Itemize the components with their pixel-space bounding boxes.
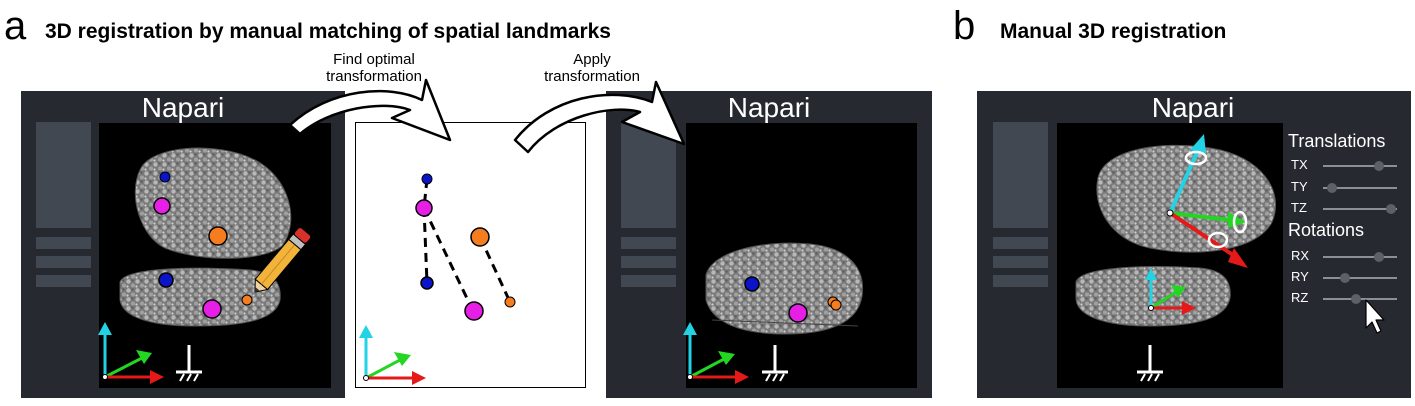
- slider-track-4[interactable]: [1323, 273, 1397, 283]
- napari-window-title: Napari: [141, 92, 225, 123]
- sidebar-bar: [993, 237, 1048, 249]
- slider-label-1: TY: [1291, 179, 1308, 194]
- sidebar-bar: [993, 275, 1048, 287]
- landmark-blue: [159, 171, 171, 183]
- sidebar-bar: [621, 237, 676, 249]
- slider-track-0[interactable]: [1323, 161, 1397, 171]
- fixed-anchor-icon: [176, 345, 202, 382]
- panel-b-title: Manual 3D registration: [1000, 20, 1227, 43]
- sidebar-panel: [36, 122, 91, 228]
- caption-find-line1: Find optimal: [333, 51, 415, 68]
- sidebar-bar: [621, 256, 676, 268]
- rotations-heading: Rotations: [1288, 220, 1365, 240]
- slider-label-5: RZ: [1291, 290, 1309, 305]
- caption-apply-line1: Apply: [573, 51, 611, 68]
- landmark-orange: [504, 296, 516, 308]
- tissue-bottom-half: [1075, 266, 1231, 327]
- tissue-top-half: [134, 147, 292, 259]
- sidebar-bar: [621, 275, 676, 287]
- optimization-plot: [355, 122, 586, 388]
- landmark-blue: [420, 276, 434, 290]
- slider-label-0: TX: [1291, 157, 1308, 172]
- slider-label-2: TZ: [1291, 200, 1307, 215]
- landmark-magenta: [153, 197, 171, 215]
- landmark-blue: [158, 272, 174, 288]
- slider-handle-2[interactable]: [1386, 204, 1397, 214]
- napari-window-title: Napari: [1151, 92, 1235, 123]
- slider-handle-4[interactable]: [1340, 273, 1351, 283]
- slider-handle-1[interactable]: [1326, 183, 1337, 193]
- caption-apply-line2: transformation: [544, 68, 640, 85]
- slider-handle-3[interactable]: [1373, 252, 1384, 262]
- axes-gizmo: [98, 322, 164, 384]
- sidebar-panel: [993, 122, 1048, 228]
- slider-handle-5[interactable]: [1351, 294, 1362, 304]
- sidebar-bar: [36, 256, 91, 268]
- curved-arrow-icon: [288, 78, 452, 142]
- landmark-magenta: [415, 199, 433, 217]
- caption-find-line2: transformation: [326, 68, 422, 85]
- axes-gizmo-small: [1145, 268, 1196, 315]
- transform-gizmo: [1166, 134, 1248, 268]
- slider-label-4: RY: [1291, 269, 1309, 284]
- sidebar-bar: [36, 275, 91, 287]
- sidebar-bar: [993, 256, 1048, 268]
- landmark-blue: [744, 276, 760, 292]
- tissue-registered: [705, 242, 864, 335]
- axes-gizmo: [359, 325, 426, 385]
- curved-arrow-icon: [513, 80, 686, 154]
- landmark-orange: [830, 299, 842, 311]
- slider-handle-0[interactable]: [1373, 161, 1384, 171]
- slider-label-3: RX: [1291, 248, 1310, 263]
- translations-heading: Translations: [1288, 131, 1386, 151]
- panel-b-letter: b: [953, 4, 976, 48]
- napari-window-title: Napari: [727, 92, 811, 123]
- axes-gizmo: [683, 322, 749, 384]
- sidebar-bar: [36, 237, 91, 249]
- napari-window-before: Napari: [21, 91, 345, 398]
- fixed-anchor-icon: [1137, 345, 1163, 382]
- fixed-anchor-icon: [762, 345, 788, 382]
- landmark-orange: [208, 226, 228, 246]
- mouse-cursor-icon: [1365, 299, 1385, 334]
- slider-track-5[interactable]: [1323, 294, 1397, 304]
- landmark-magenta: [202, 299, 222, 319]
- pencil-icon: [254, 227, 312, 293]
- slider-track-2[interactable]: [1323, 204, 1397, 214]
- landmark-magenta: [788, 303, 808, 323]
- panel-a-title: 3D registration by manual matching of sp…: [45, 20, 611, 43]
- landmark-orange: [470, 227, 490, 247]
- landmark-orange: [241, 294, 253, 306]
- sidebar-panel: [621, 122, 676, 228]
- panel-a-letter: a: [4, 4, 27, 48]
- landmark-magenta: [464, 301, 484, 321]
- landmark-blue: [421, 173, 433, 185]
- slider-track-3[interactable]: [1323, 252, 1397, 262]
- slider-track-1[interactable]: [1323, 183, 1397, 193]
